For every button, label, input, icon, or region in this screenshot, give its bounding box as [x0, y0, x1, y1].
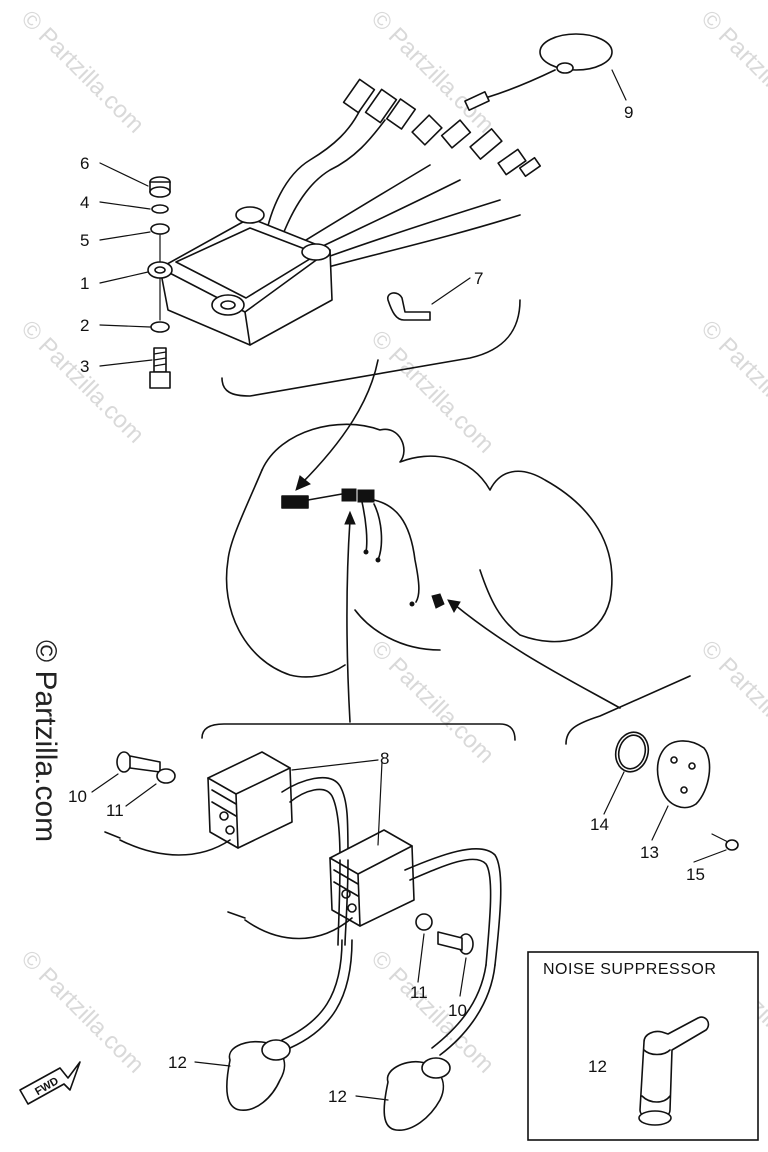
watermark: © Partzilla.com	[16, 945, 149, 1078]
cdi-hardware	[149, 176, 171, 389]
watermark: © Partzilla.com	[16, 315, 149, 448]
plug-cap-left	[226, 1039, 291, 1111]
noise-suppressor-title: NOISE SUPPRESSOR	[543, 961, 716, 978]
callout-12: 12	[588, 1057, 607, 1076]
watermark: © Partzilla.com	[696, 5, 768, 138]
callout-4: 4	[80, 193, 89, 212]
watermark-layer: © Partzilla.com © Partzilla.com © Partzi…	[16, 5, 768, 1078]
plug-cap-right	[383, 1057, 451, 1131]
callout-9: 9	[624, 103, 633, 122]
watermark: © Partzilla.com	[696, 315, 768, 448]
callout-6: 6	[80, 154, 89, 173]
pulser-cover-parts	[565, 675, 739, 851]
callout-15: 15	[686, 865, 705, 884]
callout-5: 5	[80, 231, 89, 250]
callout-3: 3	[80, 357, 89, 376]
callout-11: 11	[106, 801, 124, 820]
fwd-arrow: FWD	[19, 1061, 81, 1105]
callout-numbers: 6 4 5 1 2 3 7 9 8 10 11 11 10 12 12 14 1…	[68, 103, 705, 1106]
callout-1: 1	[80, 274, 89, 293]
callout-13: 13	[640, 843, 659, 862]
leader-lines	[91, 69, 727, 1101]
watermark: © Partzilla.com	[696, 635, 768, 768]
watermark: © Partzilla.com	[366, 325, 499, 458]
callout-2: 2	[80, 316, 89, 335]
watermark: © Partzilla.com	[16, 5, 149, 138]
callout-11: 11	[410, 983, 428, 1002]
watermark-vertical: © Partzilla.com	[29, 640, 62, 842]
callout-10: 10	[68, 787, 87, 806]
callout-12: 12	[168, 1053, 187, 1072]
fwd-label: FWD	[33, 1075, 61, 1098]
callout-10: 10	[448, 1001, 467, 1020]
callout-7: 7	[474, 269, 483, 288]
noise-suppressor-box: NOISE SUPPRESSOR 12	[527, 951, 759, 1141]
callout-8: 8	[380, 749, 389, 768]
ignition-coil-upper	[104, 751, 349, 861]
callout-12: 12	[328, 1087, 347, 1106]
cdi-unit	[147, 33, 613, 346]
coil-hardware	[116, 751, 474, 955]
callout-14: 14	[590, 815, 609, 834]
motorcycle-outline	[225, 423, 613, 678]
wire-clamp	[387, 292, 431, 321]
